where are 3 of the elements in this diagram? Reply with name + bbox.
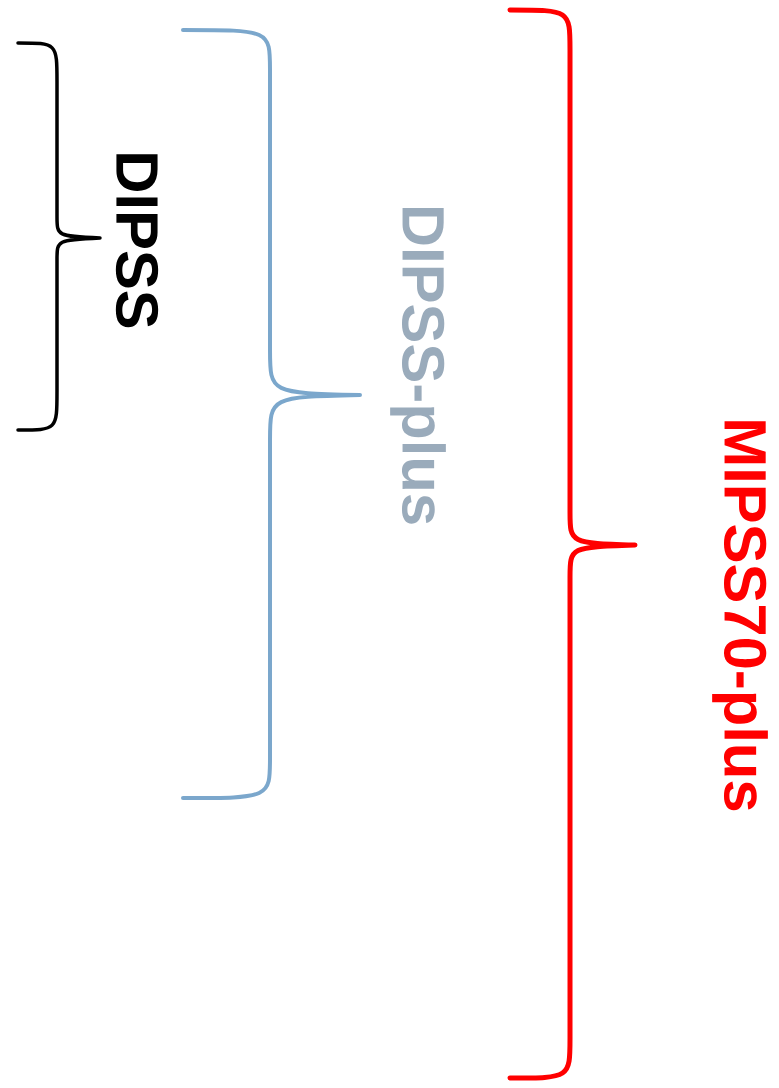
brace-label: DIPSS-plus — [390, 207, 446, 524]
brace-label: MIPSS70-plus — [712, 421, 768, 811]
brace-label: DIPSS — [115, 154, 159, 328]
